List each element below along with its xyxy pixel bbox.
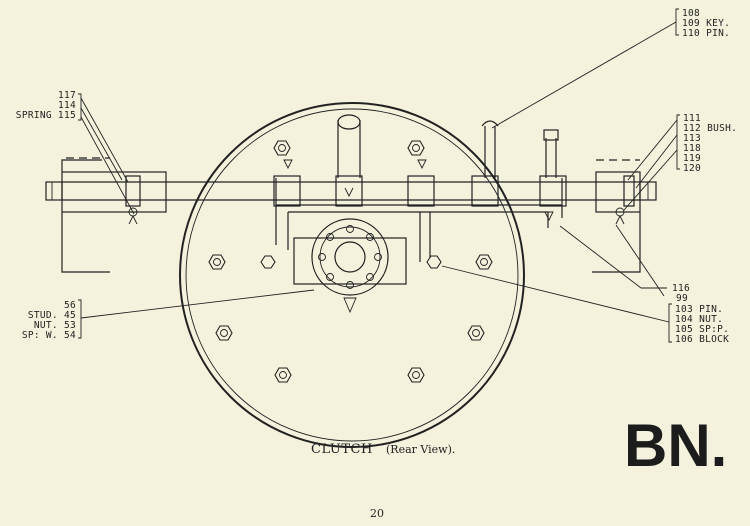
label-group-bush: 111 112 BUSH. 113 118 119 120	[683, 113, 737, 174]
part-label: 111	[683, 113, 701, 124]
part-label: 114	[58, 100, 76, 111]
part-label: STUD. 45	[28, 310, 76, 321]
model-code: BN.	[624, 412, 727, 479]
clutch-plate	[179, 102, 525, 448]
part-label: 108	[682, 8, 700, 19]
page-number: 20	[370, 507, 384, 520]
part-label: 110 PIN.	[682, 28, 730, 39]
part-label: 99	[676, 293, 688, 304]
plate-nuts	[208, 140, 493, 383]
caption-subtitle: (Rear View).	[386, 443, 455, 456]
part-label: 106 BLOCK	[675, 334, 729, 345]
part-label: 119	[683, 153, 701, 164]
part-label: 105 SP:P.	[675, 324, 729, 335]
part-label: 56	[64, 300, 76, 311]
part-label: 120	[683, 163, 701, 174]
part-label: 103 PIN.	[675, 304, 723, 315]
cross-shaft	[45, 157, 657, 273]
part-label: 112 BUSH.	[683, 123, 737, 134]
leader-lines	[78, 8, 680, 343]
release-fork	[273, 114, 567, 262]
release-bearing	[260, 218, 442, 314]
label-group-mid-right: 116 99	[672, 283, 690, 304]
part-label: 117	[58, 90, 76, 101]
part-label: 118	[683, 143, 701, 154]
caption-title: CLUTCH	[311, 442, 373, 457]
label-group-block: 103 PIN. 104 NUT. 105 SP:P. 106 BLOCK	[675, 304, 729, 345]
part-label: 113	[683, 133, 701, 144]
part-label: 104 NUT.	[675, 314, 723, 325]
part-label: NUT. 53	[34, 320, 76, 331]
label-group-stud: 56 STUD. 45 NUT. 53 SP: W. 54	[22, 300, 76, 341]
part-label: SPRING 115	[16, 110, 76, 121]
label-group-spring: 117 114 SPRING 115	[16, 90, 76, 121]
part-label: 109 KEY.	[682, 18, 730, 29]
label-group-top-right: 108 109 KEY. 110 PIN.	[682, 8, 730, 39]
part-label: 116	[672, 283, 690, 294]
part-label: SP: W. 54	[22, 330, 76, 341]
